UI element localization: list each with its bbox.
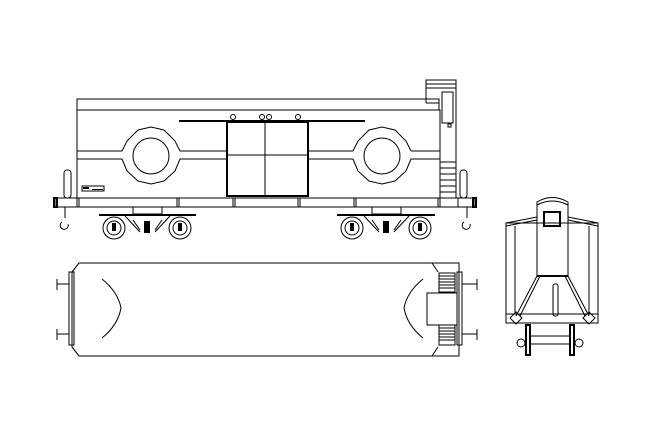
top-view — [56, 262, 478, 357]
buffers — [56, 279, 478, 340]
cupola-end — [536, 197, 569, 277]
grab-handle — [63, 169, 72, 199]
cupola-window — [441, 91, 454, 124]
grab-handle — [459, 169, 468, 199]
cupola-end-window — [543, 211, 561, 227]
side-view — [53, 79, 477, 240]
cupola-plan — [426, 292, 458, 326]
wheel — [102, 216, 126, 240]
roof-arc — [403, 278, 424, 339]
bogie-right — [337, 206, 435, 240]
end-view — [505, 197, 599, 356]
wheel — [408, 216, 432, 240]
coupler-hook — [461, 207, 471, 230]
roof-arc — [101, 278, 122, 339]
window-frame-left — [121, 126, 181, 185]
end-body — [505, 222, 599, 324]
end-beam — [68, 271, 75, 346]
ladder-plan — [438, 272, 456, 346]
car-body — [76, 109, 441, 199]
wheel — [340, 216, 364, 240]
roof-plan — [71, 262, 460, 357]
number-plate — [81, 185, 105, 192]
wheel — [168, 216, 192, 240]
window-frame-right — [352, 126, 412, 185]
porthole-window-left — [132, 137, 170, 175]
ladder — [440, 167, 456, 193]
coupler-hook — [59, 207, 69, 230]
wheelset — [516, 324, 584, 356]
roof — [76, 98, 440, 111]
sliding-door — [226, 121, 309, 197]
bogie-left — [99, 206, 196, 240]
underframe — [54, 197, 476, 208]
porthole-window-right — [363, 137, 401, 175]
